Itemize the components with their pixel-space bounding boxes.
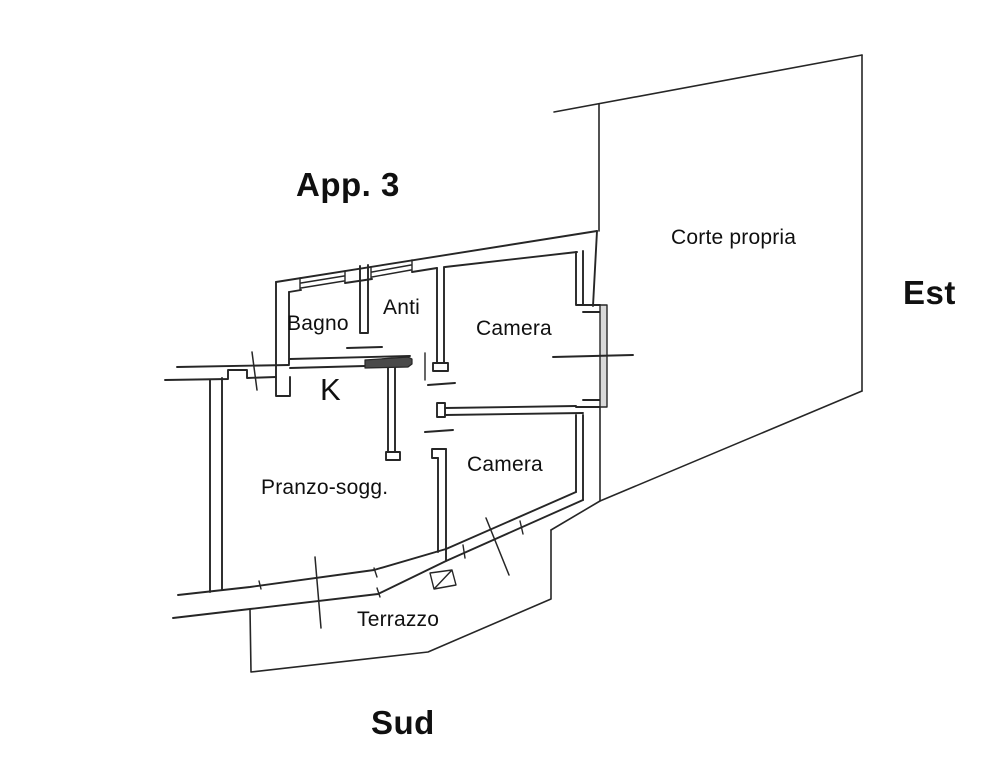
- corte-propria-boundary: [550, 54, 863, 531]
- stair-flag-symbol: [429, 569, 457, 590]
- compass-label-sud: Sud: [371, 704, 435, 741]
- room-label-pranzo-soggiorno: Pranzo-sogg.: [261, 476, 389, 499]
- door-openings: [346, 346, 456, 433]
- plan-title: App. 3: [296, 166, 400, 203]
- room-label-camera-sud: Camera: [467, 453, 543, 476]
- door-dash-camera-sud: [424, 429, 454, 433]
- wall-tick-marks: [251, 351, 510, 629]
- room-label-camera-nord: Camera: [476, 317, 552, 340]
- kitchen-counter: [364, 356, 413, 369]
- room-label-bagno: Bagno: [287, 312, 349, 335]
- compass-label-est: Est: [903, 274, 956, 311]
- window-section-line: [552, 354, 634, 358]
- door-dash-camera-nord: [427, 382, 456, 386]
- window-anti: [370, 259, 413, 280]
- window-bagno: [299, 270, 346, 291]
- room-label-corte-propria: Corte propria: [671, 226, 797, 249]
- apartment-walls: [164, 230, 601, 619]
- room-label-anti: Anti: [383, 296, 420, 319]
- door-dash-bagno: [346, 346, 383, 349]
- room-label-terrazzo: Terrazzo: [357, 608, 440, 631]
- terrazzo-outline: [249, 529, 552, 673]
- room-label-cucina: K: [320, 372, 341, 407]
